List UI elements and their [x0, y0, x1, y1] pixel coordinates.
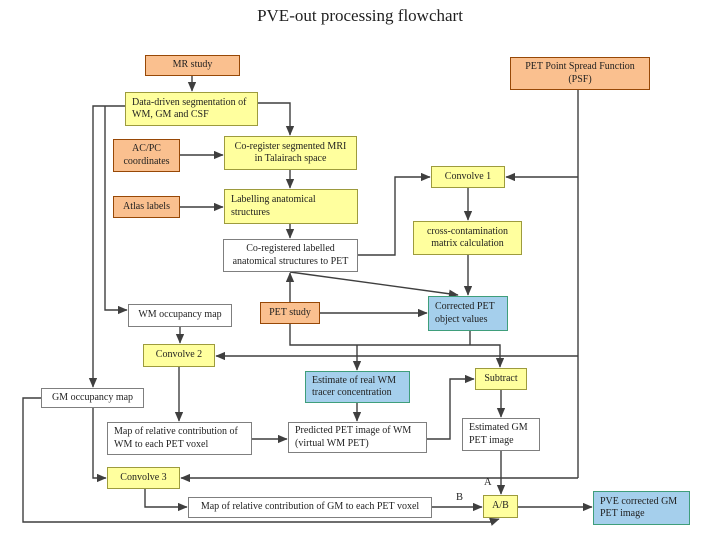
flow-label-b: B [456, 492, 464, 503]
node-predicted-pet-wm: Predicted PET image of WM (virtual WM PE… [288, 422, 427, 453]
arrow-petstudy-to-subtract [289, 324, 505, 368]
page-title: PVE-out processing flowchart [257, 6, 463, 25]
arrow-predictedpet-to-subtract [427, 374, 475, 440]
flow-label-a: A [484, 477, 492, 488]
node-gm-occupancy-map: GM occupancy map [41, 388, 144, 408]
node-wm-occupancy-map: WM occupancy map [128, 304, 232, 327]
arrow-dataseg-to-coregister [258, 102, 295, 136]
node-convolve-2: Convolve 2 [143, 344, 215, 367]
node-atlas-labels: Atlas labels [113, 196, 180, 218]
node-mr-study: MR study [145, 55, 240, 76]
node-convolve-1: Convolve 1 [431, 166, 505, 188]
arrow-convolve3-to-mapgm [144, 489, 188, 512]
arrow-dataseg-to-gmoccupancy [88, 105, 125, 388]
node-pet-study: PET study [260, 302, 320, 324]
node-acpc-coordinates: AC/PC coordinates [113, 139, 180, 172]
node-labelling-anatomical-structures: Labelling anatomical structures [224, 189, 358, 224]
node-co-register-mri: Co-register segmented MRI in Talairach s… [224, 136, 357, 170]
node-subtract: Subtract [475, 368, 527, 390]
node-data-driven-segmentation: Data-driven segmentation of WM, GM and C… [125, 92, 258, 126]
node-estimate-real-wm-tracer: Estimate of real WM tracer concentration [305, 371, 410, 403]
node-map-wm-contribution: Map of relative contribution of WM to ea… [107, 422, 252, 455]
arrow-dataseg-to-wmoccupancy [104, 106, 128, 315]
node-pve-corrected-gm-pet: PVE corrected GM PET image [593, 491, 690, 525]
node-convolve-3: Convolve 3 [107, 467, 180, 489]
node-co-registered-labelled-structures: Co-registered labelled anatomical struct… [223, 239, 358, 272]
node-a-over-b: A/B [483, 495, 518, 518]
node-pet-psf: PET Point Spread Function (PSF) [510, 57, 650, 90]
node-map-gm-contribution: Map of relative contribution of GM to ea… [188, 497, 432, 518]
node-estimated-gm-pet-image: Estimated GM PET image [462, 418, 540, 451]
node-cross-contamination-matrix: cross-contamination matrix calculation [413, 221, 522, 255]
node-corrected-pet-object-values: Corrected PET object values [428, 296, 508, 331]
arrow-gmoccupancy-to-ab-bottom [22, 397, 500, 526]
arrow-coreglabelled-to-convolve1 [358, 172, 431, 256]
arrow-gmoccupancy-to-convolve3 [92, 408, 107, 483]
arrow-coreglabelled-to-correctedpet [289, 271, 459, 298]
